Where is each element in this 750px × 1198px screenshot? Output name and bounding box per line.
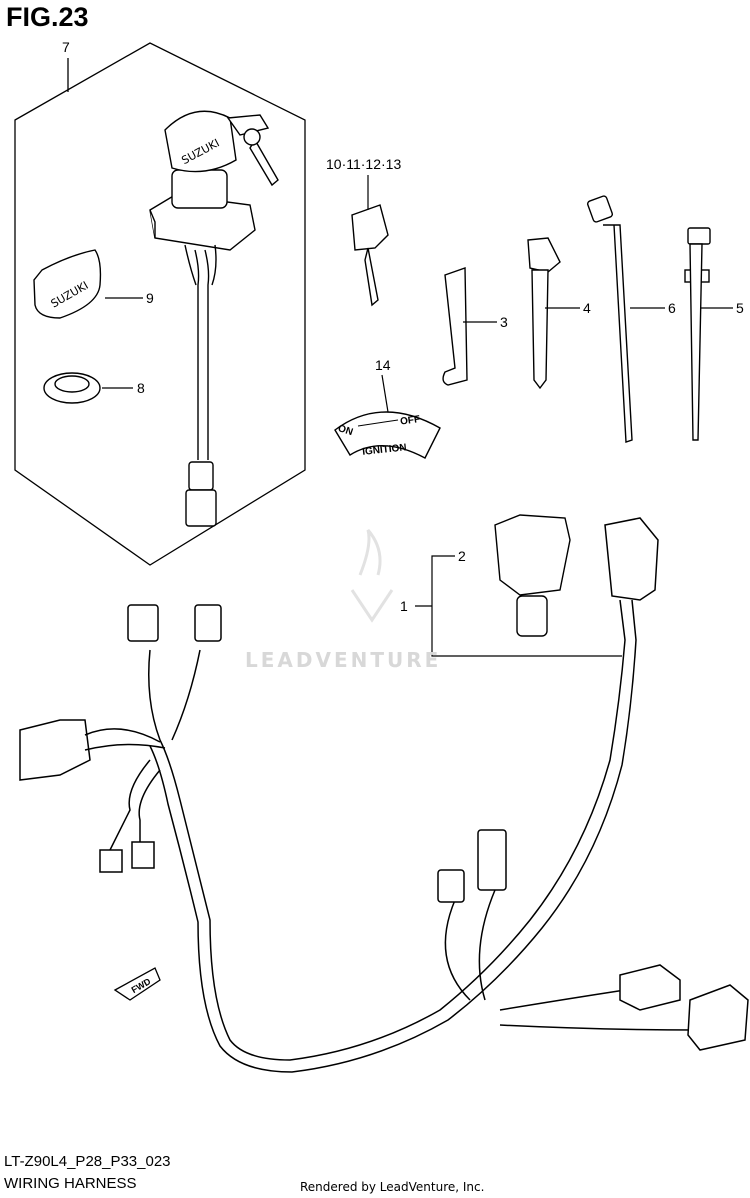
decal-on: ON — [336, 423, 354, 438]
ignition-key — [351, 204, 389, 307]
figure-name: WIRING HARNESS — [4, 1175, 137, 1192]
fwd-arrow: FWD — [113, 967, 161, 1001]
callout-2: 2 — [458, 548, 466, 564]
cable-band — [527, 237, 561, 390]
main-harness — [19, 517, 749, 1073]
callout-14: 14 — [375, 357, 391, 373]
callout-1: 1 — [400, 598, 408, 614]
ignition-kit-box — [14, 42, 306, 566]
cable-tie-long — [586, 195, 633, 443]
callout-9: 9 — [146, 290, 154, 306]
figure-code: LT-Z90L4_P28_P33_023 — [4, 1153, 171, 1170]
connector-plug — [494, 514, 571, 637]
callout-10-13: 10·11·12·13 — [326, 156, 402, 172]
decal-ignition: IGNITION — [362, 442, 407, 458]
ring-nut — [43, 372, 101, 404]
callout-4: 4 — [583, 300, 591, 316]
decal-off: OFF — [399, 414, 420, 428]
clamp — [442, 267, 468, 386]
cable-tie-short — [684, 227, 711, 441]
figure-title: FIG.23 — [6, 2, 89, 32]
watermark-logo — [350, 529, 394, 623]
callout-7: 7 — [62, 39, 70, 55]
callout-leaders — [102, 175, 733, 657]
render-credit: Rendered by LeadVenture, Inc. — [300, 1180, 485, 1194]
callout-8: 8 — [137, 380, 145, 396]
ignition-decal: ON OFF IGNITION — [334, 411, 441, 459]
callout-5: 5 — [736, 300, 744, 316]
ignition-switch: SUZUKI — [149, 110, 279, 527]
watermark-text: LEADVENTURE — [245, 648, 442, 672]
callout-3: 3 — [500, 314, 508, 330]
callout-6: 6 — [668, 300, 676, 316]
switch-cap: SUZUKI — [33, 249, 102, 319]
